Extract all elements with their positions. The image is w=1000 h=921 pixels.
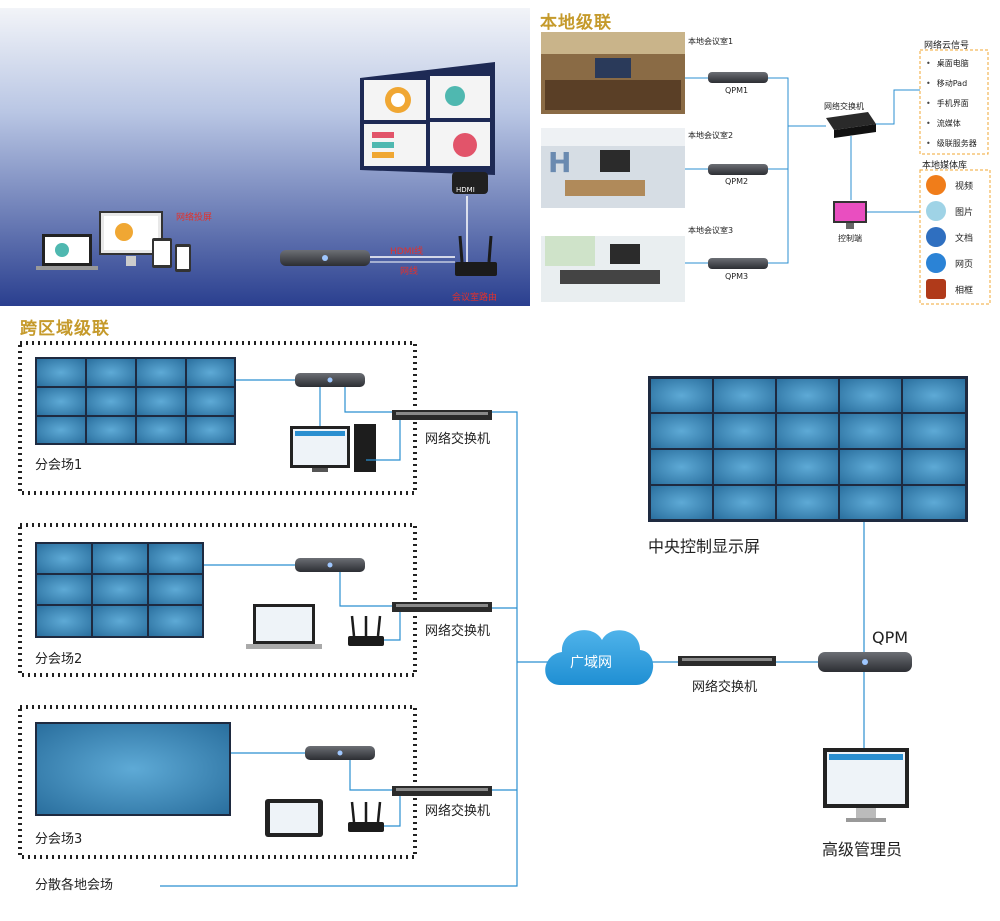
venue-2-laptop — [246, 604, 322, 649]
venue-3-router — [348, 801, 384, 832]
control-terminal — [833, 201, 867, 229]
control-label: 控制端 — [838, 234, 862, 243]
media-label: 网页 — [955, 260, 974, 270]
local-switch-label: 网络交换机 — [824, 102, 864, 111]
venue-3-qpm — [305, 746, 375, 760]
document-icon — [926, 227, 946, 247]
room-photo-3 — [541, 222, 685, 302]
venue-1-video-wall — [35, 357, 236, 445]
wan-switch-label: 网络交换机 — [692, 680, 758, 695]
room-photo-1 — [541, 32, 685, 114]
admin-monitor — [823, 748, 909, 822]
venue-3-label: 分会场3 — [35, 832, 83, 847]
cloud-signal-title: 网络云信号 — [924, 41, 970, 51]
section-title-local: 本地级联 — [540, 13, 612, 33]
venue-2-box — [18, 523, 417, 677]
media-item-picture: 图片 — [920, 201, 1000, 223]
media-item-frame: 相框 — [920, 279, 1000, 301]
banner-label-devices: 网络投屏 — [176, 213, 213, 223]
wan-switch — [678, 656, 776, 666]
qpm3-label: QPM3 — [725, 272, 749, 281]
scattered-venues-label: 分散各地会场 — [35, 878, 114, 893]
media-item-web: 网页 — [920, 253, 1000, 275]
venue-1-switch-label: 网络交换机 — [425, 432, 491, 447]
banner-qpm-device — [280, 250, 370, 266]
venue-2-switch-label: 网络交换机 — [425, 624, 491, 639]
cloud-item: 移动Pad — [926, 78, 967, 89]
media-label: 视频 — [955, 182, 974, 192]
qpm3-device — [708, 258, 768, 269]
qpm1-device — [708, 72, 768, 83]
banner-client-devices — [36, 211, 191, 272]
venue-3-tablet — [265, 799, 323, 837]
cloud-item: 桌面电脑 — [926, 58, 969, 69]
banner-video-wall — [360, 62, 495, 175]
venue-1-label: 分会场1 — [35, 458, 83, 473]
local-switch — [826, 112, 876, 138]
qpm1-label: QPM1 — [725, 86, 749, 95]
venue-1-pc — [290, 424, 376, 472]
banner-label-hdmi: HDMI线 — [390, 247, 424, 257]
cloud-item: 手机界面 — [926, 98, 969, 109]
web-icon — [926, 253, 946, 273]
cloud-item: 流媒体 — [926, 118, 961, 129]
cross-region-cascade — [18, 341, 968, 887]
banner-illustration — [0, 8, 530, 306]
venue-2-label: 分会场2 — [35, 652, 83, 667]
venue-3-box — [18, 705, 417, 859]
media-item-document: 文档 — [920, 227, 1000, 249]
venue-2-router — [348, 615, 384, 646]
venue-1-qpm — [295, 373, 365, 387]
room-2-label: 本地会议室2 — [688, 131, 734, 140]
media-label: 文档 — [955, 234, 974, 244]
banner-label-router: 会议室路由 — [452, 293, 498, 303]
central-qpm — [818, 652, 912, 672]
section-title-cross-region: 跨区域级联 — [20, 319, 110, 339]
local-cascade: H — [541, 32, 991, 305]
picture-icon — [926, 201, 946, 221]
media-library-box — [919, 169, 991, 305]
video-icon — [926, 175, 946, 195]
central-qpm-label: QPM — [872, 628, 909, 647]
cloud-signal-box — [919, 49, 989, 155]
media-label: 图片 — [955, 208, 974, 218]
room-photo-2: H — [541, 128, 685, 208]
banner-router — [455, 235, 497, 276]
qpm2-label: QPM2 — [725, 177, 749, 186]
venue-3-screen — [35, 722, 231, 816]
banner-label-net: 网线 — [400, 267, 419, 277]
room-3-label: 本地会议室3 — [688, 226, 734, 235]
central-video-wall — [648, 376, 968, 522]
venue-1-switch — [392, 410, 492, 420]
venue-2-switch — [392, 602, 492, 612]
central-screen-label: 中央控制显示屏 — [648, 537, 761, 556]
venue-3-switch — [392, 786, 492, 796]
admin-label: 高级管理员 — [822, 840, 903, 859]
venue-2-video-wall — [35, 542, 204, 638]
frame-icon — [926, 279, 946, 299]
media-item-video: 视频 — [920, 175, 1000, 197]
venue-3-switch-label: 网络交换机 — [425, 804, 491, 819]
qpm2-device — [708, 164, 768, 175]
wan-cloud — [545, 630, 654, 685]
hdmi-badge-label: HDMI — [456, 186, 475, 194]
cloud-signal-list: 桌面电脑 移动Pad 手机界面 流媒体 级联服务器 — [926, 58, 988, 153]
room-1-label: 本地会议室1 — [688, 37, 734, 46]
svg-text:H: H — [548, 146, 571, 179]
venue-2-qpm — [295, 558, 365, 572]
media-label: 相框 — [955, 286, 974, 296]
cloud-item: 级联服务器 — [926, 138, 977, 149]
media-library-list: 视频 图片 文档 网页 相框 — [920, 175, 990, 303]
media-library-title: 本地媒体库 — [922, 161, 968, 171]
wan-label: 广域网 — [570, 655, 612, 671]
